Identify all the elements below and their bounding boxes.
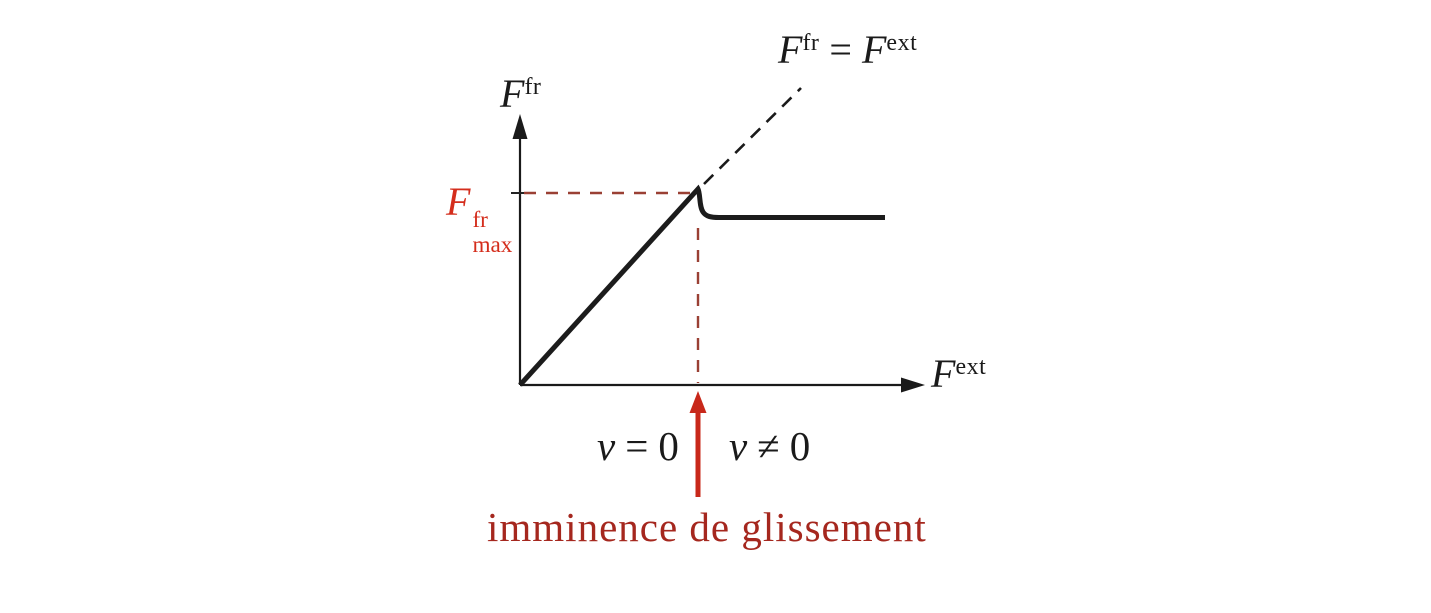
kinetic-region-label: v≠0 bbox=[729, 426, 810, 467]
x-axis-label-base: F bbox=[931, 351, 956, 396]
y-axis-label-sup: fr bbox=[524, 73, 542, 100]
y-axis-arrowhead-icon bbox=[512, 114, 528, 139]
imminence-arrow-head-icon bbox=[689, 391, 707, 413]
static-region-label: v=0 bbox=[597, 426, 679, 467]
y-axis-label-base: F bbox=[500, 71, 525, 116]
static-label-var: v bbox=[597, 423, 616, 469]
identity-left-sup: fr bbox=[802, 29, 820, 56]
imminence-caption: imminence de glissement bbox=[487, 504, 927, 550]
identity-left-base: F bbox=[778, 27, 803, 72]
kinetic-label-value: 0 bbox=[789, 423, 811, 469]
fmax-label-sub: max bbox=[472, 232, 513, 259]
x-axis-arrowhead-icon bbox=[901, 377, 925, 393]
identity-line-label: Ffr=Fext bbox=[778, 30, 917, 70]
static-label-rel: = bbox=[625, 423, 649, 469]
kinetic-label-var: v bbox=[729, 423, 748, 469]
identity-right-base: F bbox=[861, 27, 887, 72]
fmax-label-sup: fr bbox=[472, 207, 488, 234]
y-axis-label: Ffr bbox=[500, 74, 541, 114]
x-axis-label-sup: ext bbox=[955, 353, 987, 380]
friction-curve bbox=[518, 184, 885, 387]
identity-dashed-line bbox=[703, 87, 802, 185]
x-axis-label: Fext bbox=[931, 354, 986, 394]
static-label-value: 0 bbox=[658, 423, 679, 469]
identity-equals: = bbox=[829, 27, 852, 72]
kinetic-label-rel: ≠ bbox=[757, 423, 780, 469]
fmax-label-base: F bbox=[446, 179, 471, 224]
identity-right-sup: ext bbox=[886, 29, 918, 56]
